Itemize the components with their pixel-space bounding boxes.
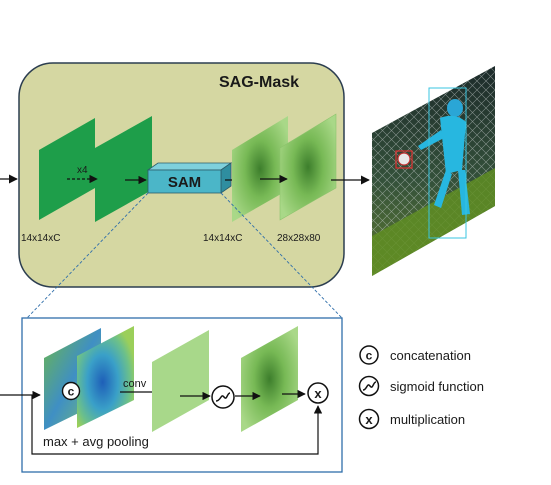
conv-label: conv bbox=[123, 378, 147, 390]
output-image bbox=[372, 66, 495, 276]
pooled-map-2 bbox=[77, 326, 134, 428]
feature-map-2 bbox=[95, 116, 152, 222]
dim-label-mid: 14x14xC bbox=[203, 233, 242, 244]
sam-box bbox=[147, 169, 222, 194]
sigmoid-symbol bbox=[211, 385, 235, 409]
legend-sigmoid-curve bbox=[362, 381, 377, 391]
sigmoid-curve bbox=[215, 392, 231, 402]
multiply-symbol-label: x bbox=[314, 386, 322, 401]
zoom-line-left bbox=[26, 192, 149, 319]
dim-label-right: 28x28x80 bbox=[277, 233, 321, 244]
legend-multiply-label: multiplication bbox=[390, 412, 465, 427]
legend: c concatenation sigmoid function x multi… bbox=[358, 345, 484, 430]
legend-sigmoid-label: sigmoid function bbox=[390, 379, 484, 394]
repeat-label: x4 bbox=[77, 165, 88, 176]
pooling-label: max + avg pooling bbox=[43, 434, 149, 449]
legend-multiply-icon bbox=[358, 408, 380, 430]
ball-box bbox=[395, 150, 413, 169]
sam-label: SAM bbox=[168, 174, 201, 191]
concat-symbol-label: c bbox=[68, 385, 75, 399]
attention-map-2 bbox=[279, 113, 337, 221]
dim-label-left: 14x14xC bbox=[21, 233, 60, 244]
skip-connection bbox=[31, 395, 323, 455]
legend-concat-label: concatenation bbox=[390, 348, 471, 363]
sam-box-top bbox=[146, 162, 233, 171]
ball bbox=[397, 152, 411, 166]
legend-concat-icon bbox=[359, 345, 379, 365]
multiply-symbol bbox=[307, 382, 329, 404]
feature-map-1 bbox=[39, 118, 95, 220]
conv-output-map bbox=[152, 330, 209, 432]
panel-title: SAG-Mask bbox=[219, 74, 299, 91]
player-box bbox=[428, 87, 467, 239]
legend-multiply-symbol: x bbox=[365, 412, 373, 427]
concat-symbol bbox=[61, 381, 81, 401]
legend-sigmoid-icon bbox=[358, 375, 380, 397]
attention-map-1 bbox=[232, 116, 288, 222]
zoom-line-right bbox=[220, 192, 343, 319]
attention-weight-map bbox=[241, 326, 298, 432]
player-figure bbox=[418, 99, 470, 215]
legend-concat-symbol: c bbox=[366, 349, 373, 363]
